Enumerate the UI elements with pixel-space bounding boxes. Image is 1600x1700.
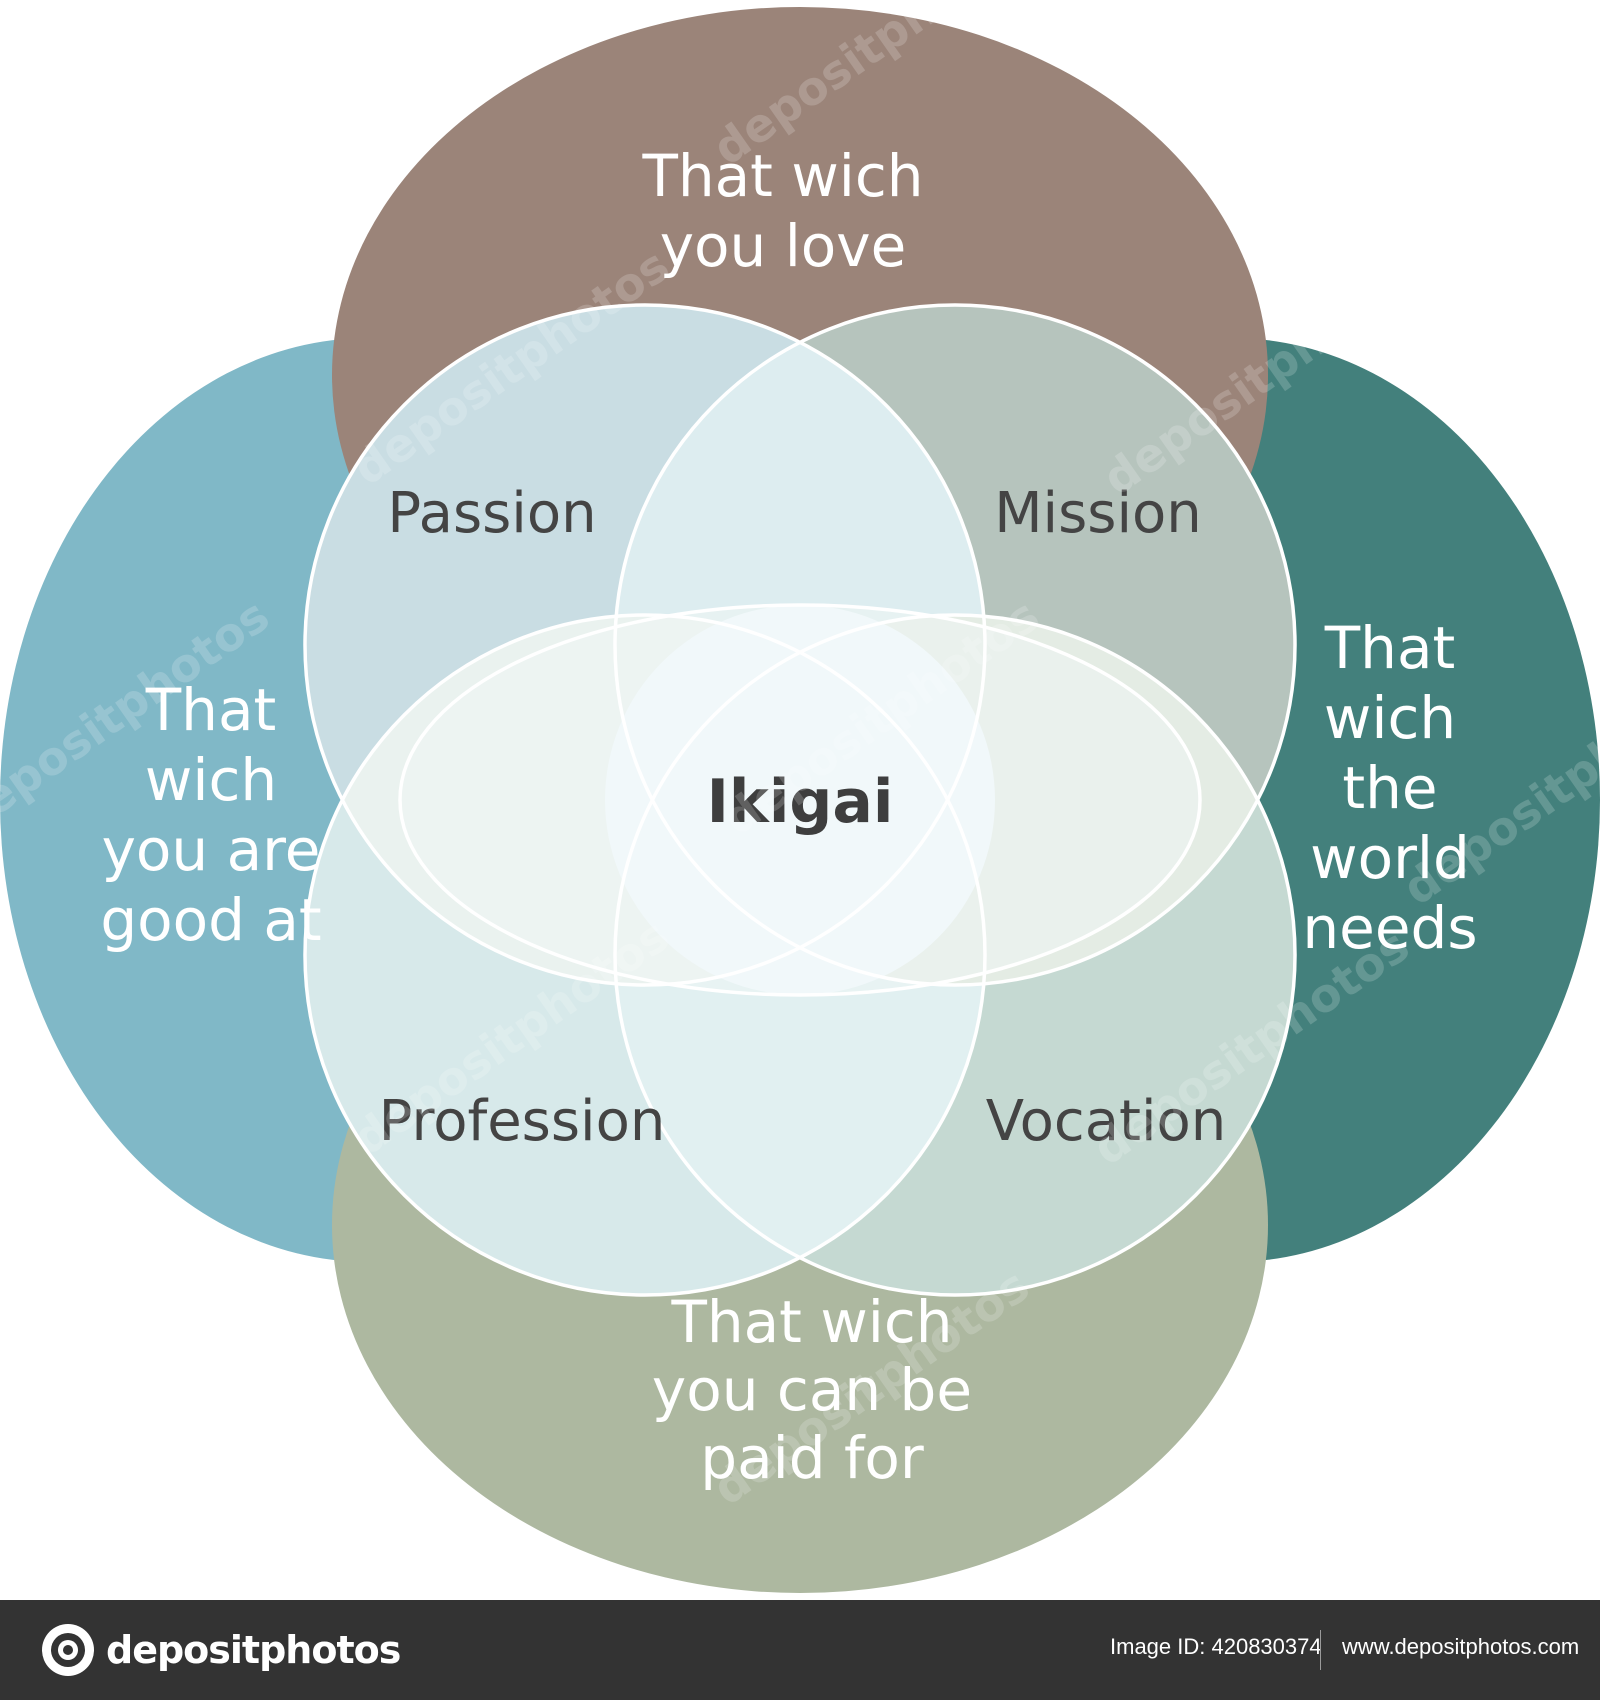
mission-label: Mission — [994, 481, 1202, 546]
ikigai-label: Ikigai — [707, 767, 894, 837]
watermark-text: depositphotos — [0, 1258, 279, 1516]
brand-name: depositphotos — [106, 1628, 401, 1672]
outlines — [303, 303, 1297, 1297]
lbl-left-line: you are — [102, 816, 321, 884]
footer-bar: depositphotos Image ID: 420830374 www.de… — [0, 1600, 1600, 1700]
brand-logo[interactable]: depositphotos — [40, 1620, 401, 1680]
lbl-right-line: world — [1310, 824, 1470, 892]
camera-logo-icon — [42, 1624, 94, 1676]
lbl-top-line: That wich — [641, 142, 923, 210]
lbl-bottom-line: you can be — [652, 1356, 972, 1424]
profession-label: Profession — [379, 1089, 666, 1154]
lbl-left-line: wich — [145, 746, 277, 814]
vocation-label: Vocation — [986, 1089, 1227, 1154]
center-region — [605, 605, 995, 995]
lbl-bottom-line: paid for — [700, 1424, 924, 1492]
lbl-left-line: good at — [100, 886, 321, 954]
lbl-top-line: you love — [660, 212, 907, 280]
watermark-text: depositphotos — [0, 0, 259, 176]
site-url-link[interactable]: www.depositphotos.com — [1342, 1634, 1580, 1659]
image-id-text: Image ID: 420830374 — [1110, 1634, 1322, 1659]
lbl-left-line: That — [145, 676, 276, 744]
watermark-text: depositphotos — [1323, 1358, 1600, 1600]
lbl-bottom-line: That wich — [670, 1288, 952, 1356]
lbl-right-line: wich — [1324, 684, 1456, 752]
lbl-right-line: That — [1324, 614, 1455, 682]
passion-label: Passion — [387, 481, 596, 546]
footer-divider — [1320, 1630, 1321, 1670]
lbl-right-line: the — [1342, 754, 1437, 822]
watermark-text: depositphotos — [1343, 0, 1600, 256]
lbl-right-line: needs — [1302, 894, 1477, 962]
